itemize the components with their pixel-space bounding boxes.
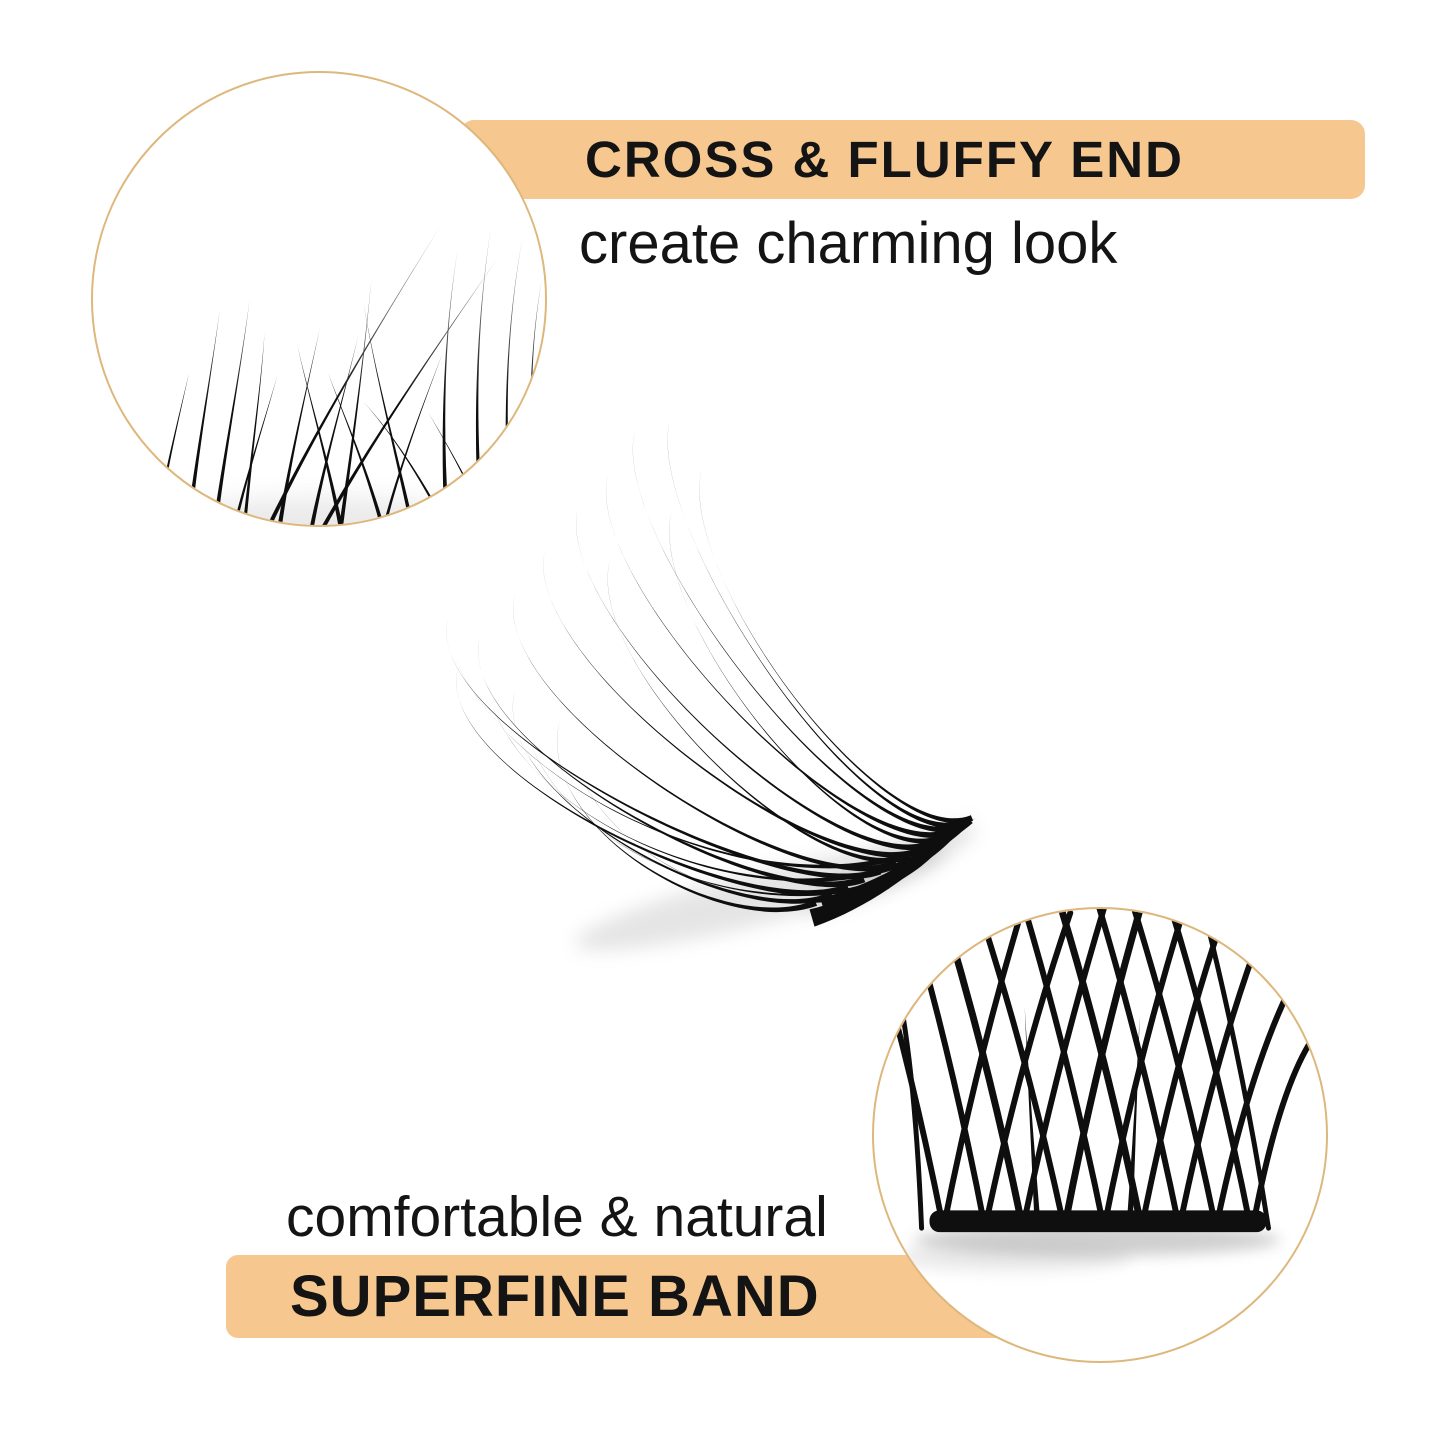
superfine-band-title: SUPERFINE BAND	[290, 1264, 820, 1329]
cross-fluffy-end-title: CROSS & FLUFFY END	[585, 131, 1184, 188]
comfortable-natural-text: comfortable & natural	[286, 1185, 828, 1249]
lash-tips-closeup-illustration	[93, 189, 545, 525]
cross-fluffy-end-banner: CROSS & FLUFFY END	[460, 120, 1365, 199]
superfine-band-closeup-illustration	[874, 909, 1326, 1272]
lash-cluster-illustration	[446, 420, 976, 951]
lash-tips-detail-circle	[91, 71, 547, 527]
create-charming-look-text: create charming look	[579, 211, 1118, 276]
lash-band-detail-circle	[872, 907, 1328, 1363]
